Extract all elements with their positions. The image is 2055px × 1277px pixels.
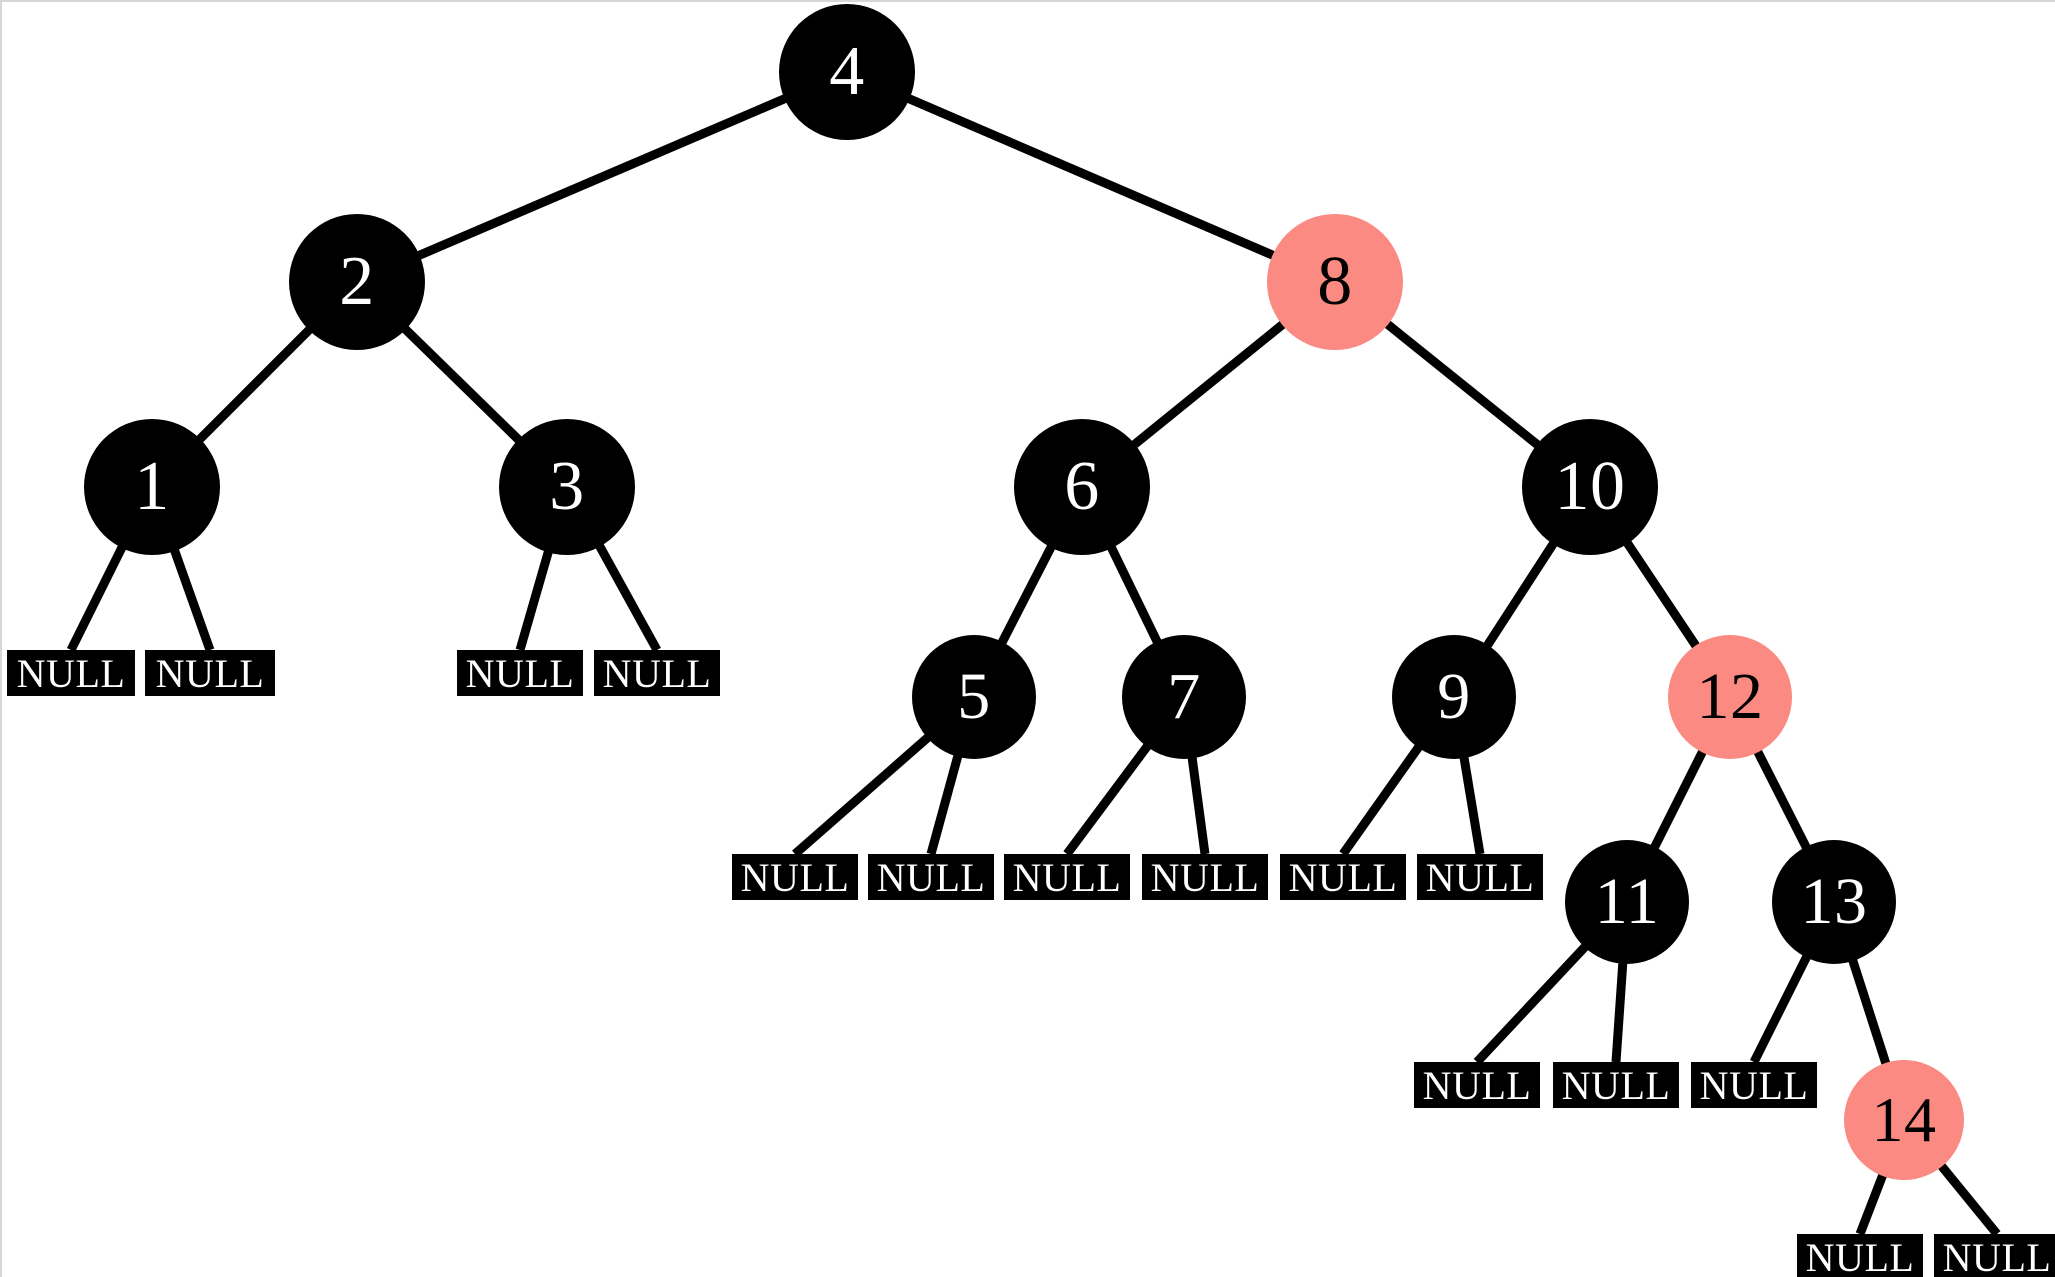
tree-node-label: 4 <box>829 33 865 110</box>
null-leaf: NULL <box>1142 854 1268 900</box>
tree-node-14[interactable]: 14 <box>1844 1060 1964 1180</box>
null-leaf-label: NULL <box>1012 854 1122 900</box>
null-leaf-label: NULL <box>1699 1062 1809 1108</box>
null-leaf-label: NULL <box>1422 1062 1532 1108</box>
null-leaf-label: NULL <box>1425 854 1535 900</box>
tree-node-11[interactable]: 11 <box>1565 840 1689 964</box>
null-leaf: NULL <box>868 854 994 900</box>
tree-node-2[interactable]: 2 <box>289 214 425 350</box>
null-leaf-label: NULL <box>465 650 575 696</box>
null-leaf-label: NULL <box>155 650 265 696</box>
null-leaf: NULL <box>7 650 135 696</box>
tree-node-3[interactable]: 3 <box>499 419 635 555</box>
null-leaf: NULL <box>145 650 275 696</box>
tree-node-label: 2 <box>339 243 375 320</box>
tree-node-label: 3 <box>549 448 585 525</box>
tree-node-4[interactable]: 4 <box>779 4 915 140</box>
tree-node-label: 13 <box>1800 865 1868 938</box>
tree-node-13[interactable]: 13 <box>1772 840 1896 964</box>
tree-node-label: 8 <box>1317 243 1353 320</box>
tree-node-12[interactable]: 12 <box>1668 635 1792 759</box>
null-leaf: NULL <box>1553 1062 1679 1108</box>
tree-node-9[interactable]: 9 <box>1392 635 1516 759</box>
tree-node-10[interactable]: 10 <box>1522 419 1658 555</box>
null-leaf-label: NULL <box>1150 854 1260 900</box>
tree-node-label: 12 <box>1696 660 1764 733</box>
tree-node-label: 14 <box>1871 1084 1937 1155</box>
tree-node-label: 6 <box>1064 448 1100 525</box>
null-leaf: NULL <box>457 650 583 696</box>
null-leaf-label: NULL <box>876 854 986 900</box>
tree-node-label: 9 <box>1437 660 1471 733</box>
null-leaf-label: NULL <box>602 650 712 696</box>
null-leaf: NULL <box>1691 1062 1817 1108</box>
null-leaf: NULL <box>1417 854 1543 900</box>
null-leaf-label: NULL <box>1561 1062 1671 1108</box>
tree-node-5[interactable]: 5 <box>912 635 1036 759</box>
null-leaf: NULL <box>1797 1234 1923 1277</box>
null-leaf: NULL <box>594 650 720 696</box>
null-leaf-label: NULL <box>740 854 850 900</box>
null-leaf-label: NULL <box>16 650 126 696</box>
tree-node-label: 11 <box>1594 865 1660 938</box>
tree-node-label: 10 <box>1554 448 1626 525</box>
null-leaf: NULL <box>732 854 858 900</box>
tree-node-label: 7 <box>1167 660 1201 733</box>
null-leaf: NULL <box>1414 1062 1540 1108</box>
tree-node-8[interactable]: 8 <box>1267 214 1403 350</box>
null-leaf-label: NULL <box>1942 1234 2052 1277</box>
tree-edge <box>355 67 849 287</box>
null-leaf: NULL <box>1280 854 1406 900</box>
tree-edge <box>845 67 1337 287</box>
tree-node-6[interactable]: 6 <box>1014 419 1150 555</box>
tree-node-1[interactable]: 1 <box>84 419 220 555</box>
null-leaf: NULL <box>1934 1234 2055 1277</box>
null-leaf-label: NULL <box>1288 854 1398 900</box>
tree-node-7[interactable]: 7 <box>1122 635 1246 759</box>
null-leaf: NULL <box>1004 854 1130 900</box>
tree-node-label: 5 <box>957 660 991 733</box>
null-leaf-label: NULL <box>1805 1234 1915 1277</box>
tree-node-label: 1 <box>134 448 170 525</box>
